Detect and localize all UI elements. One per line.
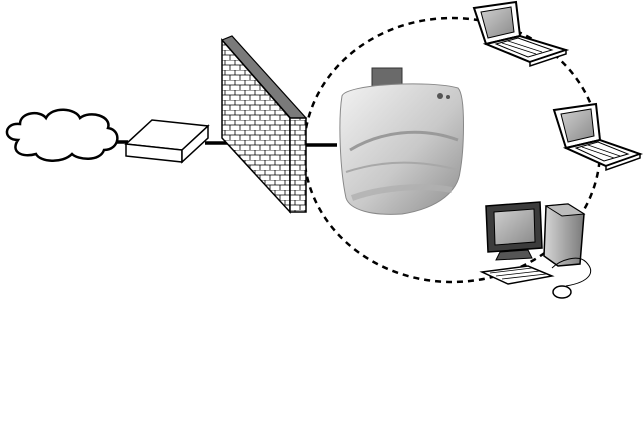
brick-wall-icon — [222, 36, 306, 212]
laptop-icon — [474, 2, 566, 66]
cloud-icon — [7, 110, 117, 161]
server-appliance-icon — [340, 68, 464, 214]
router-box-icon — [126, 120, 208, 162]
desktop-computer-icon — [482, 202, 591, 298]
laptop-icon — [554, 104, 640, 170]
